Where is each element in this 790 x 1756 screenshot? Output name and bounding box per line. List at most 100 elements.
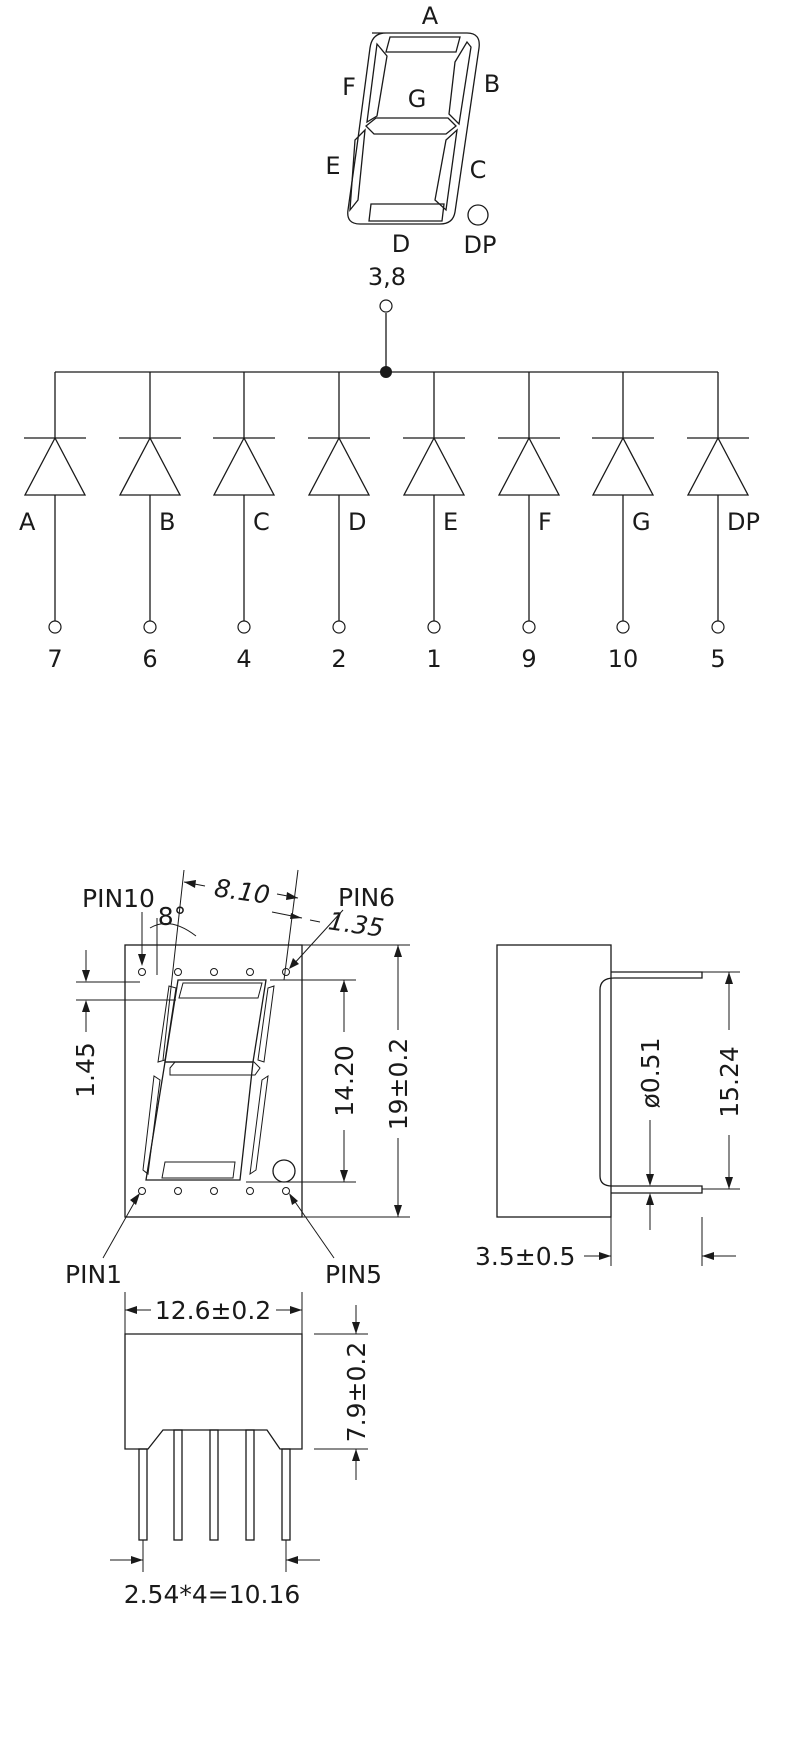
pin1-leader: [102, 1195, 139, 1259]
diode-segment-label: F: [538, 508, 552, 536]
pin-8-hole: [210, 968, 218, 976]
front-body: [124, 944, 303, 1218]
side-lead: [599, 971, 703, 1194]
front-seg-a: [178, 982, 263, 999]
common-pin-label: 3,8: [368, 263, 406, 291]
segment-e: [349, 128, 366, 213]
front-seg-e: [142, 1075, 161, 1175]
width-arrow-left: [184, 880, 196, 888]
row-spacing-label: 15.24: [715, 1046, 744, 1118]
common-junction: [380, 366, 392, 378]
pin1-label: PIN1: [65, 1260, 122, 1289]
lead-length-label: 3.5±0.5: [475, 1242, 575, 1271]
pin-2-hole: [174, 1187, 182, 1195]
offset-arrow-top: [82, 970, 90, 982]
digit-height-arrow-bottom: [340, 1170, 348, 1182]
digit-left-extension: [162, 869, 185, 1061]
diode-segment-label: DP: [727, 508, 760, 536]
diode-column-dp: DP 5: [686, 372, 760, 673]
label-segment-d: D: [392, 230, 410, 258]
lead-length-arrow-left: [599, 1252, 611, 1260]
front-seg-d: [161, 1161, 236, 1179]
width-arrow-right: [286, 892, 298, 900]
bottom-pin-3: [209, 1429, 219, 1541]
row-arrow-bottom: [725, 1177, 733, 1189]
stroke-dim-tail: [309, 919, 321, 923]
pin-7-hole: [246, 968, 254, 976]
label-segment-f: F: [342, 73, 356, 101]
front-seg-g: [169, 1061, 261, 1076]
body-depth-label: 7.9±0.2: [342, 1342, 371, 1442]
bottom-pin-2: [173, 1429, 183, 1541]
segment-a: [385, 36, 461, 53]
pin-9-hole: [174, 968, 182, 976]
depth-arrow-top: [352, 1322, 360, 1334]
diode-pin-number: 6: [142, 645, 157, 673]
digit-width-label: 8.10: [213, 873, 272, 909]
tilt-angle-label: 8°: [158, 902, 186, 931]
diode-segment-label: G: [632, 508, 651, 536]
diode-column-f: F9: [497, 372, 561, 673]
pin-terminal: [616, 620, 630, 634]
pin-terminal: [48, 620, 62, 634]
bottom-body: [124, 1333, 303, 1450]
side-body: [496, 944, 612, 1218]
digit-height-arrow-top: [340, 980, 348, 992]
pitch-arrow-right: [286, 1556, 298, 1564]
diode-column-g: G 10: [591, 372, 655, 673]
pin1-arrow: [130, 1193, 140, 1205]
pin10-arrow: [138, 954, 146, 966]
diode-symbol: [23, 436, 87, 496]
diode-pin-number: 5: [710, 645, 725, 673]
segment-f: [366, 42, 388, 124]
common-pin-terminal: [379, 299, 393, 313]
pin-terminal: [332, 620, 346, 634]
diode-symbol: [686, 436, 750, 496]
offset-arrow-bottom: [82, 1000, 90, 1012]
digit-outline: [347, 32, 480, 225]
row-arrow-top: [725, 972, 733, 984]
diode-segment-label: B: [159, 508, 175, 536]
pin6-label: PIN6: [338, 883, 395, 912]
diode-symbol: [118, 436, 182, 496]
label-segment-g: G: [408, 85, 427, 113]
width-arrow-right-b: [290, 1306, 302, 1314]
pin-5-hole: [282, 1187, 290, 1195]
diode-symbol: [212, 436, 276, 496]
label-segment-a: A: [422, 2, 439, 30]
side-view: 15.24 ø0.51 3.5±0.5: [475, 944, 744, 1271]
segment-b: [448, 40, 472, 126]
label-segment-b: B: [484, 70, 500, 98]
pin-terminal: [427, 620, 441, 634]
diode-symbol: [307, 436, 371, 496]
front-pins-bottom: [138, 1187, 290, 1195]
body-width-label: 12.6±0.2: [155, 1296, 271, 1325]
front-view: PIN10 PIN6 PIN1 PIN5 8.10 8° 1.35: [65, 869, 413, 1289]
diode-pin-number: 1: [426, 645, 441, 673]
diode-pin-number: 9: [521, 645, 536, 673]
diode-column-c: C4: [212, 372, 276, 673]
label-segment-e: E: [325, 152, 340, 180]
depth-arrow-bottom: [352, 1449, 360, 1461]
diode-pin-number: 10: [608, 645, 639, 673]
pin-terminal: [711, 620, 725, 634]
bottom-pin-1: [138, 1448, 148, 1541]
diode-pin-number: 7: [47, 645, 62, 673]
diode-column-a: A7: [19, 372, 87, 673]
pin-3-hole: [210, 1187, 218, 1195]
diode-segment-label: E: [443, 508, 458, 536]
lead-arrow-bottom: [646, 1193, 654, 1205]
pin10-label: PIN10: [82, 884, 155, 913]
pin-6-hole: [282, 968, 290, 976]
pin6-arrow: [289, 958, 299, 969]
pin5-label: PIN5: [325, 1260, 382, 1289]
stroke-arrow: [290, 913, 302, 919]
segment-g: [365, 117, 457, 135]
pitch-arrow-left: [131, 1556, 143, 1564]
diode-symbol: [402, 436, 466, 496]
lead-length-arrow-right: [702, 1252, 714, 1260]
body-height-arrow-bottom: [394, 1205, 402, 1217]
segment-d: [368, 203, 445, 222]
